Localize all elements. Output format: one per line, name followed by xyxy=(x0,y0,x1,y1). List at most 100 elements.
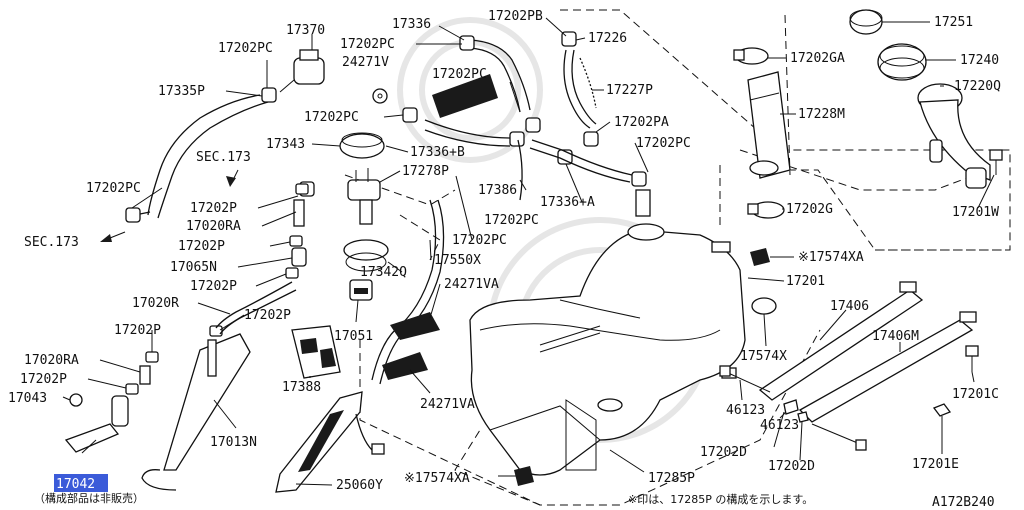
sec173-arrows xyxy=(100,169,239,242)
clamps-left xyxy=(125,183,309,395)
cap-17251 xyxy=(849,9,883,35)
label-17406M: 17406M xyxy=(872,329,919,344)
label-17226: 17226 xyxy=(588,31,627,46)
seal-17342Q xyxy=(343,239,389,272)
label-24271VA: 24271VA xyxy=(420,397,475,412)
bracket-17013N xyxy=(141,333,251,491)
label-17202GA: 17202GA xyxy=(790,51,845,66)
label-17336: 17336 xyxy=(392,17,431,32)
label-17220Q: 17220Q xyxy=(954,79,1001,94)
hose-17336A xyxy=(529,139,633,183)
label-17202PC: 17202PC xyxy=(636,136,691,151)
label-17202PC: 17202PC xyxy=(218,41,273,56)
filler-neck-17220Q xyxy=(917,83,991,189)
label-17202P: 17202P xyxy=(178,239,225,254)
label-17202PC: 17202PC xyxy=(304,110,359,125)
label-17202P: 17202P xyxy=(190,201,237,216)
label-17406: 17406 xyxy=(830,299,869,314)
footnote: ※印は、17285P の構成を示します。 xyxy=(628,493,813,506)
hose-17336 xyxy=(469,39,531,113)
canister-17370 xyxy=(279,49,325,93)
label-17202PC: 17202PC xyxy=(86,181,141,196)
fuel-tank-17285P xyxy=(469,189,746,476)
label-17013N: 17013N xyxy=(210,435,257,450)
label-sec173: SEC.173 xyxy=(24,235,79,250)
label-17202PC: 17202PC xyxy=(340,37,395,52)
clips-17202D xyxy=(783,399,809,423)
hose-17228M xyxy=(747,71,791,179)
clip-17574X xyxy=(751,297,777,315)
label-17043: 17043 xyxy=(8,391,47,406)
hoses-left xyxy=(139,199,307,385)
clamp-17202GA xyxy=(733,47,769,65)
label-17370: 17370 xyxy=(286,23,325,38)
hose-17336B xyxy=(424,119,511,147)
label-sec173: SEC.173 xyxy=(196,150,251,165)
label-17574XA: ※17574XA xyxy=(798,250,864,265)
diagram-code: A172B240 xyxy=(932,495,995,510)
leader-lines xyxy=(62,17,995,486)
label-17042[interactable]: 17042 xyxy=(56,477,95,492)
label-17020R: 17020R xyxy=(132,296,179,311)
label-17574X: 17574X xyxy=(740,349,787,364)
label-17202PA: 17202PA xyxy=(614,115,669,130)
label-17336A: 17336+A xyxy=(540,195,595,210)
corrugated-17227P xyxy=(579,57,597,109)
label-17228M: 17228M xyxy=(798,107,845,122)
label-17202D: 17202D xyxy=(700,445,747,460)
label-17202PC: 17202PC xyxy=(452,233,507,248)
label-17202P: 17202P xyxy=(114,323,161,338)
label-17201: 17201 xyxy=(786,274,825,289)
tube-17226 xyxy=(563,49,597,129)
hose-end xyxy=(139,211,151,215)
label-17574XA: ※17574XA xyxy=(404,471,470,486)
label-17285P: 17285P xyxy=(648,471,695,486)
label-17202PC: 17202PC xyxy=(484,213,539,228)
label-17051: 17051 xyxy=(334,329,373,344)
grommet xyxy=(372,88,388,104)
label-17020RA: 17020RA xyxy=(24,353,79,368)
label-17240: 17240 xyxy=(960,53,999,68)
label-46123: 46123 xyxy=(726,403,765,418)
label-17202P: 17202P xyxy=(244,308,291,323)
label-17020RA: 17020RA xyxy=(186,219,241,234)
part-labels: 17370 17336 17202PB 17251 17202PC 17202P… xyxy=(8,9,1001,510)
label-24271V: 24271V xyxy=(342,55,389,70)
filter-17043 xyxy=(69,393,83,407)
bolts-46123 xyxy=(719,365,867,451)
label-17336B: 17336+B xyxy=(410,145,465,160)
bolt-17201W xyxy=(989,149,1003,175)
clip-17202PC-left xyxy=(125,87,277,223)
label-17201C: 17201C xyxy=(952,387,999,402)
wire-17550X xyxy=(371,199,445,385)
clamp-17202G xyxy=(747,201,785,219)
label-17202P: 17202P xyxy=(190,279,237,294)
bolt-17201C xyxy=(965,345,979,372)
label-17251: 17251 xyxy=(934,15,973,30)
label-17201W: 17201W xyxy=(952,205,999,220)
strap-17406 xyxy=(758,281,924,401)
clip-17574XA xyxy=(514,248,770,486)
label-17550X: 17550X xyxy=(434,253,481,268)
seal-17240 xyxy=(877,43,927,81)
label-25060Y: 25060Y xyxy=(336,478,383,493)
sender-17051 xyxy=(349,279,373,301)
label-17388: 17388 xyxy=(282,380,321,395)
highlight-17042 xyxy=(54,474,108,492)
label-17202PC: 17202PC xyxy=(432,67,487,82)
part-17388 xyxy=(291,325,341,379)
label-17227P: 17227P xyxy=(606,83,653,98)
label-17201E: 17201E xyxy=(912,457,959,472)
pump-17278P xyxy=(347,168,381,225)
pad-24271V xyxy=(432,74,498,118)
ring-17343 xyxy=(339,132,385,159)
label-46123: 46123 xyxy=(760,418,799,433)
label-17202G: 17202G xyxy=(786,202,833,217)
label-17386: 17386 xyxy=(478,183,517,198)
label-17202P: 17202P xyxy=(20,372,67,387)
label-17343: 17343 xyxy=(266,137,305,152)
label-24271VA: 24271VA xyxy=(444,277,499,292)
label-17342Q: 17342Q xyxy=(360,265,407,280)
label-17202D: 17202D xyxy=(768,459,815,474)
